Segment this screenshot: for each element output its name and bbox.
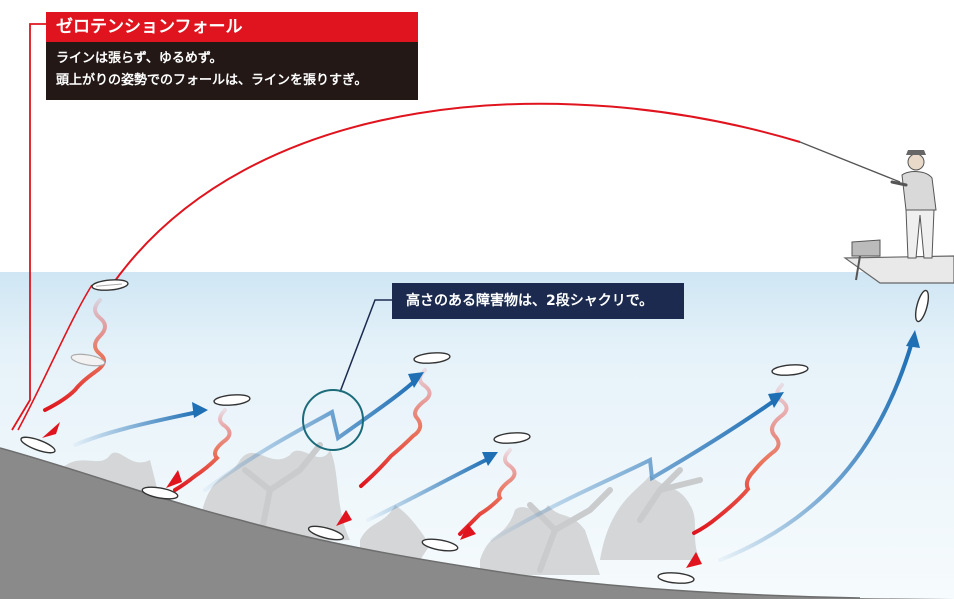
fishing-line: [111, 102, 801, 286]
boat-icon: [843, 239, 954, 284]
lure-icon: [20, 279, 930, 584]
slack-line: [17, 284, 93, 431]
callout-title: ゼロテンションフォール: [46, 12, 418, 42]
callout-pointer: [11, 23, 46, 431]
fall-arrows: [43, 298, 789, 536]
callout-line: ラインは張らず、ゆるめず。: [56, 51, 223, 66]
highlight-circle: [302, 389, 364, 451]
callout-body: ラインは張らず、ゆるめず。 頭上がりの姿勢でのフォールは、ラインを張りすぎ。: [46, 42, 418, 100]
tag-pointer: [339, 299, 392, 393]
rod-line: [799, 141, 901, 183]
seabed: [0, 448, 954, 599]
callout-line: 頭上がりの姿勢でのフォールは、ラインを張りすぎ。: [56, 73, 368, 88]
weed-branches: [242, 442, 703, 573]
angler-icon: [890, 150, 937, 259]
fall-arrowheads: [42, 422, 702, 568]
jerk-arrows: [73, 340, 914, 562]
jerk-arrowheads: [192, 330, 920, 466]
obstacle-tag: 高さのある障害物は、2段シャクリで。: [392, 283, 684, 319]
callout-zero-tension: ゼロテンションフォール ラインは張らず、ゆるめず。 頭上がりの姿勢でのフォールは…: [46, 12, 418, 100]
seabed-edge: [0, 447, 861, 599]
